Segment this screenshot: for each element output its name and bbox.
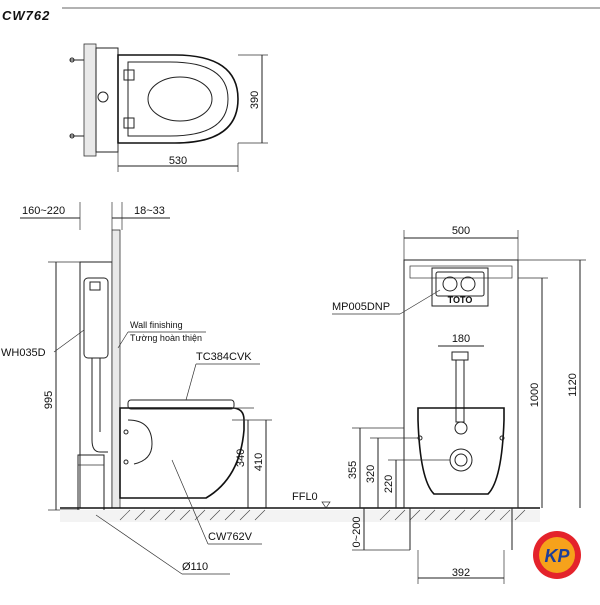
ffl-marker xyxy=(321,501,331,509)
leader-wall xyxy=(117,331,129,349)
front-view: 500 TOTO MP005DNP 180 xyxy=(332,225,586,584)
dim-1000: 1000 xyxy=(529,383,541,407)
dim-0-200: 0~200 xyxy=(351,517,363,548)
kp-logo: KP xyxy=(533,531,581,579)
dim-180: 180 xyxy=(452,333,470,345)
side-bowl xyxy=(119,407,245,499)
label-ffl0: FFL0 xyxy=(292,491,318,503)
side-cistern-valve xyxy=(89,281,101,291)
logo-text: KP xyxy=(544,546,570,566)
dim-1120: 1120 xyxy=(567,373,579,397)
top-view: 390 530 xyxy=(69,43,268,172)
top-wall xyxy=(83,43,97,157)
side-bolt-b xyxy=(123,459,129,465)
side-view: 160~220 18~33 WH035D Wall finishing Tườn… xyxy=(1,202,540,575)
dim-160-220: 160~220 xyxy=(22,205,65,217)
side-seat xyxy=(127,399,235,410)
label-tc384cvk: TC384CVK xyxy=(196,351,252,363)
label-wall-finishing-vi: Tường hoàn thiện xyxy=(130,333,202,343)
dim-340: 340 xyxy=(235,449,247,467)
dim-530: 530 xyxy=(169,155,187,167)
side-trap xyxy=(127,419,153,465)
dim-220: 220 xyxy=(383,475,395,493)
label-mp005dnp: MP005DNP xyxy=(332,301,390,313)
front-flush-pipe xyxy=(455,359,465,423)
leader-bowl xyxy=(171,459,209,545)
side-flush-pipe xyxy=(91,358,108,453)
dim-392: 392 xyxy=(452,567,470,579)
front-bolt-b xyxy=(499,435,505,441)
dim-355: 355 xyxy=(347,461,359,479)
label-o110: Ø110 xyxy=(182,561,208,573)
label-wall-finishing: Wall finishing xyxy=(130,320,183,330)
top-pipe xyxy=(97,91,109,103)
flush-button-b xyxy=(460,276,476,292)
flush-plate xyxy=(431,267,489,307)
dim-500: 500 xyxy=(452,225,470,237)
label-cw762v: CW762V xyxy=(208,531,253,543)
model-title: CW762 xyxy=(2,8,50,23)
leader-wh035d xyxy=(53,329,85,353)
top-bowl xyxy=(117,54,239,144)
top-seat xyxy=(127,61,229,137)
dim-410: 410 xyxy=(253,453,265,471)
dim-390: 390 xyxy=(249,91,261,109)
front-pipe-cap xyxy=(451,351,469,361)
leader-seat xyxy=(185,363,197,401)
top-hinge-a xyxy=(123,69,135,81)
leader-pipe xyxy=(95,514,183,575)
floor-slab xyxy=(60,510,540,522)
front-inlet xyxy=(454,421,468,435)
side-wall xyxy=(111,229,121,509)
front-outlet-inner xyxy=(454,453,468,467)
logo-core xyxy=(539,537,575,573)
side-frame xyxy=(79,261,113,509)
flush-panel xyxy=(435,271,485,297)
side-bolt-a xyxy=(123,429,129,435)
front-frame-top xyxy=(409,265,513,279)
dim-995: 995 xyxy=(43,391,55,409)
side-drain xyxy=(77,454,105,514)
top-bowl-opening xyxy=(147,76,213,122)
top-bolt-a xyxy=(69,57,75,63)
side-cistern xyxy=(83,277,109,359)
front-bowl xyxy=(417,407,505,495)
front-outlet xyxy=(449,448,473,472)
floor-hatch xyxy=(119,509,526,521)
leader-plate xyxy=(399,289,441,315)
flush-button-a xyxy=(442,276,458,292)
dim-320: 320 xyxy=(365,465,377,483)
dim-18-33: 18~33 xyxy=(134,205,165,217)
label-wh035d: WH035D xyxy=(1,347,46,359)
top-hinge-b xyxy=(123,117,135,129)
brand-toto: TOTO xyxy=(448,295,473,305)
top-bolt-b xyxy=(69,133,75,139)
front-frame xyxy=(403,259,519,509)
